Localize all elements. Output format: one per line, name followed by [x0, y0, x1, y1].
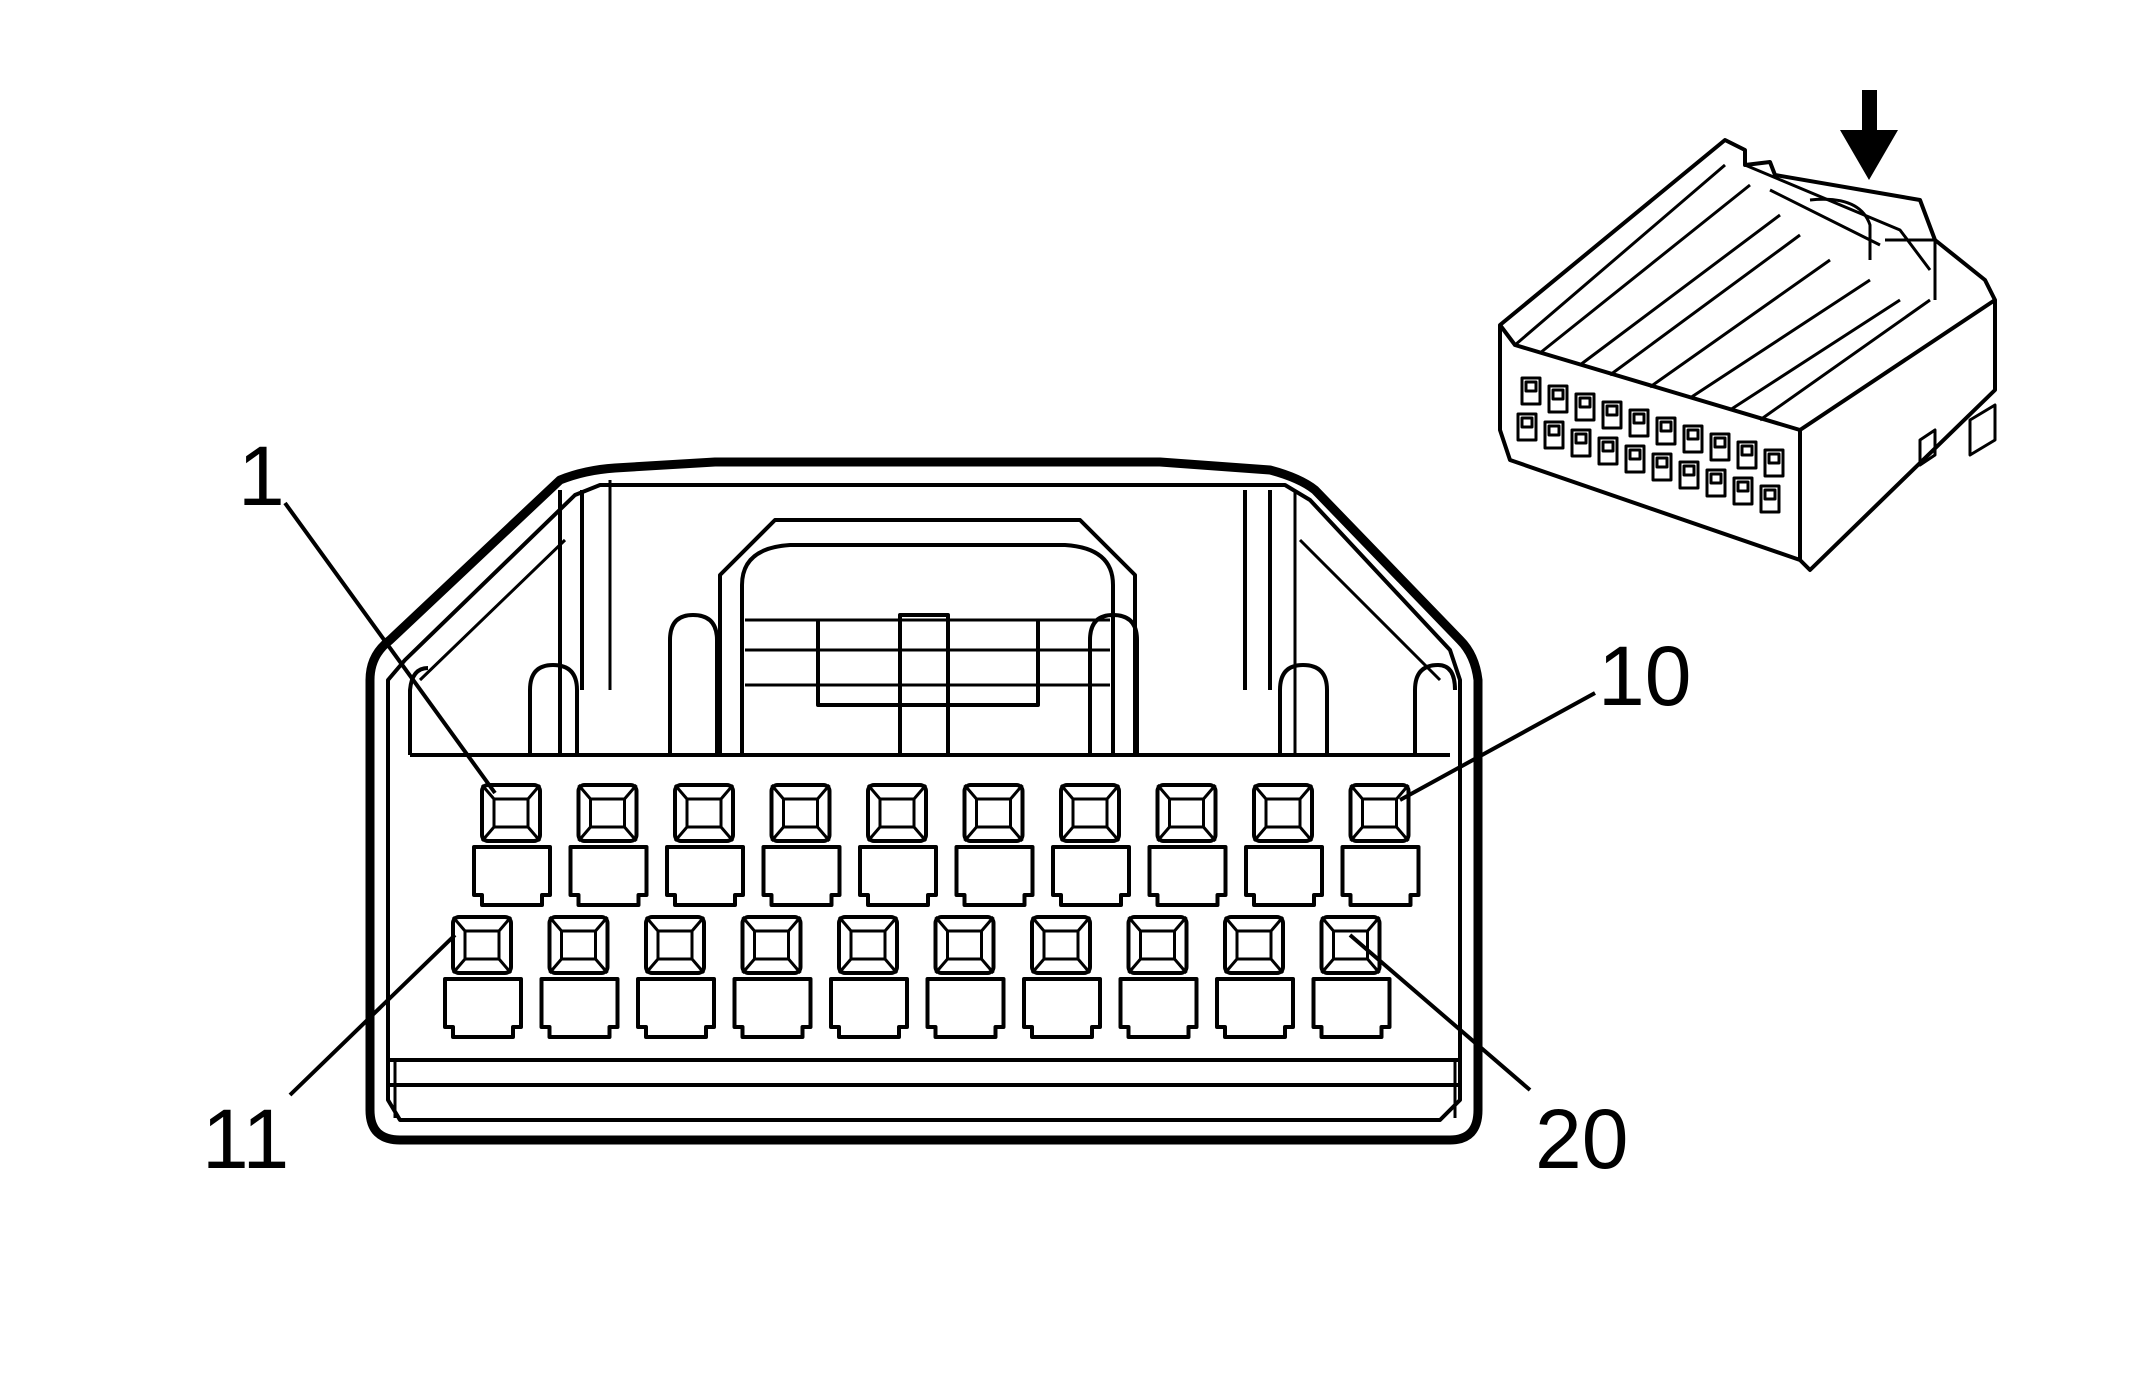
inset-pin-cavity — [1736, 440, 1758, 470]
pin-cavity-9 — [1244, 783, 1324, 907]
inset-pin-cavity — [1682, 424, 1704, 454]
pin-cavity-20 — [1311, 915, 1392, 1039]
pin-cavity-4 — [761, 783, 842, 907]
inset-pin-cavity — [1520, 376, 1542, 406]
pin-cavity-2 — [568, 783, 649, 907]
pin-cavity-10 — [1340, 783, 1421, 907]
pin-cavity-1 — [472, 783, 552, 907]
pin-10-label: 10 — [1598, 629, 1691, 723]
inset-pin-cavity — [1628, 408, 1650, 438]
pin-cavity-15 — [829, 915, 909, 1039]
pin-11-leader — [288, 933, 457, 1097]
inset-pin-cavity — [1547, 384, 1569, 414]
inset-pin-cavity — [1705, 468, 1727, 498]
pin-11-label: 11 — [202, 1092, 289, 1186]
pin-cavity-17 — [1022, 915, 1102, 1039]
pin-cavity-11 — [443, 915, 523, 1039]
inset-pin-cavity — [1709, 432, 1731, 462]
down-arrow-icon — [1840, 90, 1898, 180]
pin-cavity-6 — [954, 783, 1035, 907]
pin-cavity-16 — [925, 915, 1006, 1039]
inset-pin-cavity — [1651, 452, 1673, 482]
inset-pin-cavity — [1516, 412, 1538, 442]
pin-20-leader — [1348, 933, 1532, 1092]
pin-cavity-7 — [1051, 783, 1131, 907]
connector-3d-inset — [1498, 90, 1997, 572]
pin-cavity-3 — [665, 783, 745, 907]
pin-cavity-8 — [1147, 783, 1228, 907]
inset-pin-cavity — [1543, 420, 1565, 450]
pin-20-label: 20 — [1535, 1092, 1628, 1186]
inset-pin-cavity — [1759, 484, 1781, 514]
pin-cavity-13 — [636, 915, 716, 1039]
inset-pin-cavity — [1655, 416, 1677, 446]
pin-1-leader — [283, 501, 497, 795]
pin-cavity-18 — [1118, 915, 1199, 1039]
connector-face — [365, 457, 1483, 1145]
inset-pin-cavity — [1732, 476, 1754, 506]
pin-10-leader — [1399, 691, 1596, 802]
inset-pin-cavity — [1678, 460, 1700, 490]
pin-cavity-12 — [539, 915, 620, 1039]
inset-pin-cavity — [1601, 400, 1623, 430]
inset-pin-cavity — [1597, 436, 1619, 466]
inset-pin-cavity — [1763, 448, 1785, 478]
inset-pin-cavity — [1574, 392, 1596, 422]
pin-cavity-19 — [1215, 915, 1295, 1039]
pin-cavities — [443, 783, 1421, 1039]
pin-1-label: 1 — [238, 429, 285, 523]
inset-pin-grid — [1516, 376, 1785, 514]
pin-cavity-5 — [858, 783, 938, 907]
pin-cavity-14 — [732, 915, 813, 1039]
inset-pin-cavity — [1624, 444, 1646, 474]
inset-pin-cavity — [1570, 428, 1592, 458]
